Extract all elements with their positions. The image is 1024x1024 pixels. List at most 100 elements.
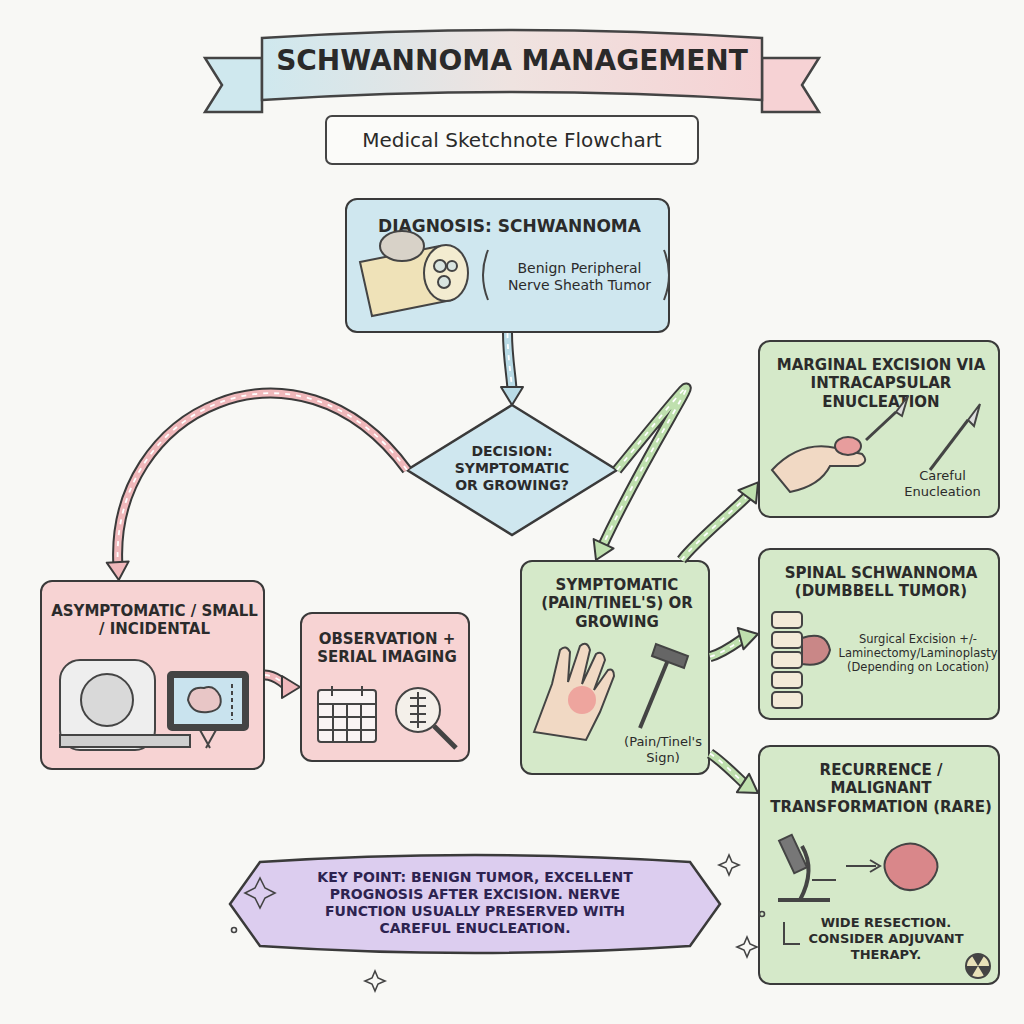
recurrence-box: RECURRENCE / MALIGNANT TRANSFORMATION (R… [758,745,1000,985]
node-heading: KEY POINT: BENIGN TUMOR, EXCELLENT PROGN… [296,869,654,937]
enucleation-illustration [772,396,980,492]
node-heading: SPINAL SCHWANNOMA (DUMBBELL TUMOR) [770,564,992,601]
hammer-handle [640,660,668,728]
monitor [168,672,248,730]
connector-fill [710,754,746,786]
symptomatic-box: SYMPTOMATIC (PAIN/TINEL'S) OR GROWING(Pa… [520,560,710,775]
spine-scan [231,684,233,720]
paren-mark [664,250,669,300]
sparkle [719,855,739,875]
monitor-stand [200,730,216,748]
vertebra [772,612,802,628]
microscope-arm [800,846,809,900]
excision-box: MARGINAL EXCISION VIA INTRACAPSULAR ENUC… [758,340,1000,518]
connector-fill [710,638,744,657]
calendar [318,690,376,742]
node-body: Benign Peripheral Nerve Sheath Tumor [497,260,662,294]
arrow-head [594,539,614,560]
microscope-tube [779,835,807,874]
pointer-arrow [846,865,876,867]
vertebra [772,632,802,648]
node-heading: ASYMPTOMATIC / SMALL / INCIDENTAL [50,602,259,639]
connector-outline [710,638,744,657]
connector-fill [682,494,750,560]
connector-outline [118,393,407,566]
connector-outline [602,388,686,547]
mri-bore [81,674,133,726]
title-ribbon [205,30,819,164]
band-path [230,855,720,953]
hammer-head [652,644,688,668]
node-heading: SYMPTOMATIC (PAIN/TINEL'S) OR GROWING [528,576,706,631]
pointer-arrow [784,922,800,944]
connector-dash [710,754,746,786]
node-heading: OBSERVATION + SERIAL IMAGING [307,630,467,667]
tumor [835,437,861,455]
microscope-stage [812,879,836,881]
nerve-illustration [360,231,669,316]
mri-illustration [60,660,248,750]
key-point-band: KEY POINT: BENIGN TUMOR, EXCELLENT PROGN… [230,848,720,960]
mri-table [60,735,190,747]
diagnosis-box: DIAGNOSIS: SCHWANNOMA Benign Peripheral N… [345,198,670,333]
flow-connector [710,628,758,657]
paren-mark [483,250,488,300]
pointer-arrow [870,860,880,872]
scalpel-handle [866,412,896,440]
node-body: Surgical Excision +/- Laminectomy/Lamino… [838,632,998,674]
sparkle-dot [760,912,765,917]
magnifier-handle [434,726,456,748]
vertebra [772,652,802,668]
nerve-trunk [360,246,452,316]
flow-connector [710,754,758,794]
flow-connector [107,393,407,580]
sparkle [365,971,385,991]
vertebra [772,692,802,708]
connector-dash [682,494,750,560]
connector-fill [118,393,407,566]
hand [534,644,614,740]
observation-branch-box: ASYMPTOMATIC / SMALL / INCIDENTAL [40,580,265,770]
dumbbell-tumor [802,636,830,665]
node-heading: DECISION: SYMPTOMATIC OR GROWING? [447,443,577,494]
flow-connector [265,675,300,698]
vertebra [772,672,802,688]
mri-ring [60,660,155,750]
malignant-tumor [884,843,937,890]
ribbon-tail [205,58,262,112]
nerve-section [424,245,468,301]
node-heading: DIAGNOSIS: SCHWANNOMA [347,216,672,237]
flow-connector [501,333,523,405]
diamond-path [407,405,617,535]
microscope-base [778,898,830,902]
connector-dash [265,675,287,687]
connector-outline [682,494,750,560]
sparkles [232,855,765,991]
fascicle [447,261,457,271]
arrow-head [738,628,758,649]
node-body: WIDE RESECTION. CONSIDER ADJUVANT THERAP… [800,915,972,963]
ribbon-tail [762,58,819,112]
node-heading: RECURRENCE / MALIGNANT TRANSFORMATION (R… [770,761,992,816]
arrow-head [282,676,300,698]
connector-fill [508,333,513,391]
connector-dash [602,388,686,547]
scalpel-blade [896,396,908,416]
subtitle-frame [326,116,698,164]
fascicle [438,276,450,288]
connector-dash [508,333,513,391]
flow-connector [682,482,759,560]
fascicle [434,260,446,272]
spinal-box: SPINAL SCHWANNOMA (DUMBBELL TUMOR) Surgic… [758,548,1000,720]
node-heading: MARGINAL EXCISION VIA INTRACAPSULAR ENUC… [770,356,992,411]
tumor-bulge [380,231,424,261]
decision-diamond: DECISION: SYMPTOMATIC OR GROWING? [407,405,617,535]
magnifier-lens [396,688,440,732]
spine-illustration [772,612,830,708]
spine-detail [410,692,426,728]
connector-outline [710,754,746,786]
hand-illustration [534,644,688,740]
pathology-illustration [778,835,990,978]
connector-outline [265,675,287,687]
